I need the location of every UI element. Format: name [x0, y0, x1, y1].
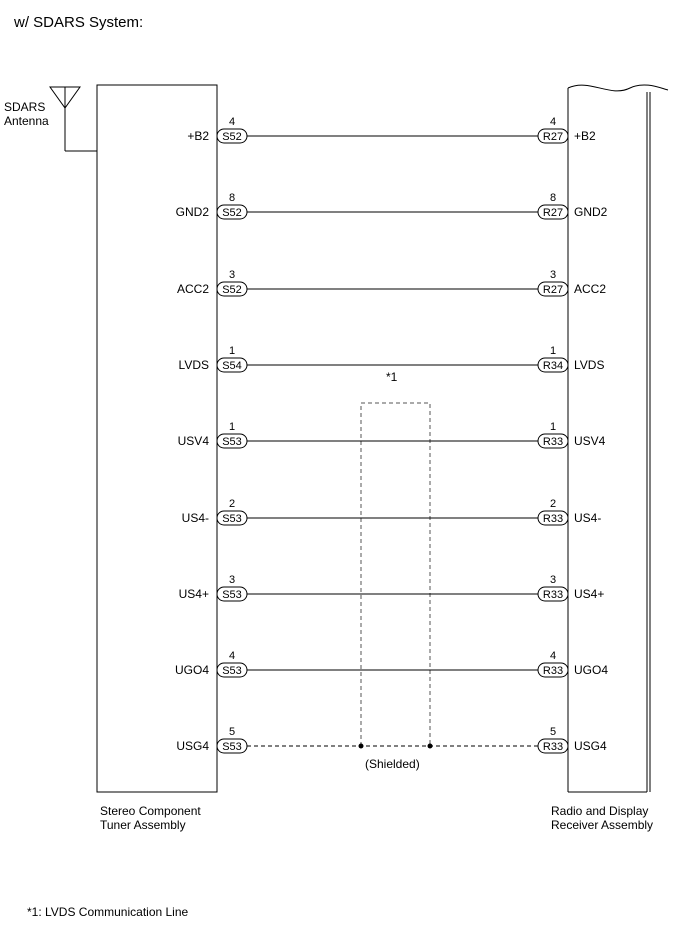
right-connector-label: R27: [543, 284, 563, 296]
left-terminal-label: USG4: [176, 739, 209, 753]
shield-marker: *1: [386, 370, 398, 384]
left-terminal-label: +B2: [187, 129, 209, 143]
right-component-label-line1: Radio and Display: [551, 804, 648, 818]
right-connector-label: R27: [543, 131, 563, 143]
left-terminal-label: GND2: [176, 205, 210, 219]
right-terminal-label: +B2: [574, 129, 596, 143]
right-pin-number: 1: [550, 345, 556, 357]
antenna-icon: [49, 86, 97, 152]
footnote: *1: LVDS Communication Line: [27, 905, 189, 919]
left-connector-label: S52: [222, 284, 242, 296]
right-connector-label: R33: [543, 513, 563, 525]
left-pin-number: 3: [229, 269, 235, 281]
left-component-label-line1: Stereo Component: [100, 804, 201, 818]
right-pin-number: 3: [550, 574, 556, 586]
left-terminal-label: UGO4: [175, 663, 209, 677]
right-connector-shape: [537, 128, 569, 144]
left-terminal-label: US4-: [182, 511, 209, 525]
left-terminal-label: LVDS: [179, 358, 209, 372]
left-pin-number: 1: [229, 345, 235, 357]
shield-label: (Shielded): [365, 757, 420, 771]
right-pin-number: 5: [550, 726, 556, 738]
right-connector-shape: [537, 281, 569, 297]
antenna-label-line2: Antenna: [4, 114, 49, 128]
right-connector-shape: [537, 510, 569, 526]
right-connector-label: R33: [543, 741, 563, 753]
left-pin-number: 1: [229, 421, 235, 433]
left-pin-number: 4: [229, 650, 235, 662]
shield-outline: [358, 402, 433, 749]
right-pin-number: 8: [550, 192, 556, 204]
right-terminal-label: GND2: [574, 205, 608, 219]
right-terminal-label: LVDS: [574, 358, 604, 372]
right-terminal-label: USG4: [574, 739, 607, 753]
right-connector-label: R33: [543, 436, 563, 448]
right-connector-label: R34: [543, 360, 563, 372]
right-pin-number: 3: [550, 269, 556, 281]
right-pin-number: 4: [550, 650, 556, 662]
right-connector-label: R27: [543, 207, 563, 219]
right-pin-number: 4: [550, 116, 556, 128]
left-connector-label: S52: [222, 131, 242, 143]
left-connector-label: S53: [222, 665, 242, 677]
right-connector-shape: [537, 204, 569, 220]
right-connector-shape: [537, 357, 569, 373]
left-connector-label: S54: [222, 360, 242, 372]
left-connector-label: S52: [222, 207, 242, 219]
right-connector-shape: [537, 662, 569, 678]
left-pin-number: 5: [229, 726, 235, 738]
left-connector-label: S53: [222, 513, 242, 525]
left-pin-number: 8: [229, 192, 235, 204]
left-terminal-label: USV4: [178, 434, 210, 448]
left-pin-number: 3: [229, 574, 235, 586]
right-connector-shape: [537, 433, 569, 449]
right-terminal-label: ACC2: [574, 282, 606, 296]
right-pin-number: 2: [550, 498, 556, 510]
antenna-label-line1: SDARS: [4, 100, 45, 114]
left-connector-label: S53: [222, 741, 242, 753]
right-pin-number: 1: [550, 421, 556, 433]
right-connector-label: R33: [543, 665, 563, 677]
right-connector-label: R33: [543, 589, 563, 601]
right-terminal-label: USV4: [574, 434, 606, 448]
left-terminal-label: US4+: [179, 587, 209, 601]
right-component-label-line2: Receiver Assembly: [551, 818, 653, 832]
right-connector-shape: [537, 738, 569, 754]
right-terminal-label: UGO4: [574, 663, 608, 677]
left-connector-label: S53: [222, 589, 242, 601]
right-terminal-label: US4+: [574, 587, 604, 601]
diagram-header: w/ SDARS System:: [13, 14, 143, 31]
left-pin-number: 4: [229, 116, 235, 128]
left-component-label-line2: Tuner Assembly: [100, 818, 186, 832]
right-terminal-label: US4-: [574, 511, 601, 525]
left-terminal-label: ACC2: [177, 282, 209, 296]
left-connector-label: S53: [222, 436, 242, 448]
left-pin-number: 2: [229, 498, 235, 510]
right-connector-shape: [537, 586, 569, 602]
